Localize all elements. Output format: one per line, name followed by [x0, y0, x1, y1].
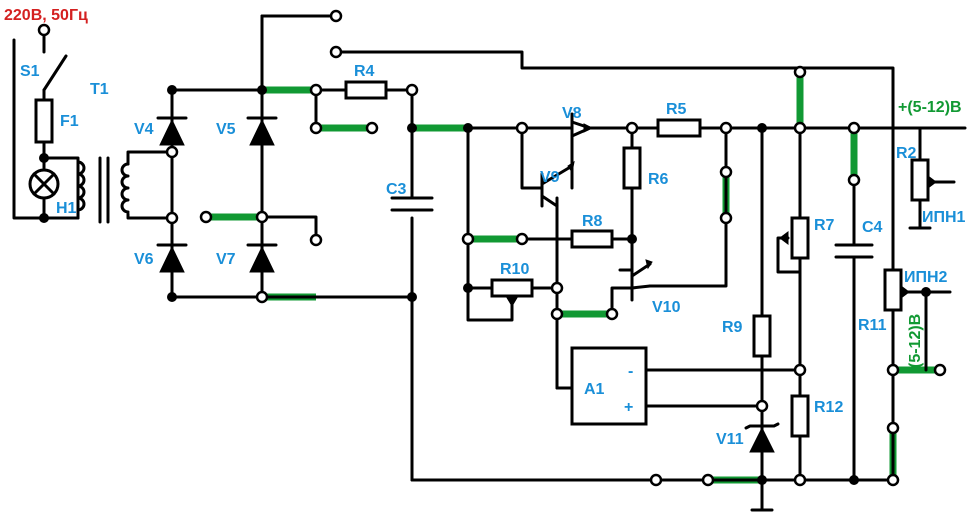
- junction-dots: [39, 85, 931, 485]
- label-v7: V7: [216, 251, 236, 268]
- label-s1: S1: [20, 63, 40, 80]
- potentiometer-r10[interactable]: [490, 278, 534, 307]
- diode-v4: [156, 116, 188, 146]
- label-r11: R11: [858, 317, 887, 334]
- capacitor-c3: [390, 196, 434, 212]
- label-v10: V10: [652, 299, 681, 316]
- output-voltage-label: +(5-12)В: [898, 99, 962, 116]
- fuse-f1: [34, 98, 54, 144]
- transistor-v9: [540, 160, 575, 208]
- potentiometer-r2[interactable]: [910, 158, 937, 202]
- transistor-v10: [618, 259, 653, 302]
- opamp-a1: [570, 346, 648, 426]
- label-c4: C4: [862, 219, 883, 236]
- label-plus: +: [624, 399, 633, 416]
- resistor-r4: [344, 80, 388, 100]
- label-v5: V5: [216, 121, 236, 138]
- label-h1: H1: [56, 200, 77, 217]
- transformer-t1: [76, 160, 130, 214]
- label-r6: R6: [648, 171, 669, 188]
- resistor-r5: [656, 118, 702, 138]
- diode-v7: [246, 243, 278, 273]
- resistor-r8: [570, 229, 614, 249]
- label-v8: V8: [562, 105, 582, 122]
- label-f1: F1: [60, 113, 79, 130]
- label-r9: R9: [722, 319, 743, 336]
- mains-label: 220В, 50Гц: [4, 7, 88, 24]
- label-v6: V6: [134, 251, 154, 268]
- label-r5: R5: [666, 101, 687, 118]
- potentiometer-r11[interactable]: [883, 268, 910, 312]
- resistor-r9: [752, 314, 772, 358]
- label-ipn2: ИПН2: [904, 269, 948, 286]
- capacitor-c4: [834, 243, 874, 259]
- label-c3: C3: [386, 181, 407, 198]
- label-v4: V4: [134, 121, 154, 138]
- label-r4: R4: [354, 63, 375, 80]
- label-r8: R8: [582, 213, 603, 230]
- label-v11: V11: [716, 431, 744, 448]
- side-voltage-label: (5-12)В: [907, 314, 924, 368]
- lamp-h1: [28, 168, 60, 200]
- label-minus: -: [628, 363, 633, 380]
- label-ipn1: ИПН1: [922, 209, 966, 226]
- label-r2: R2: [896, 145, 917, 162]
- label-r7: R7: [814, 217, 835, 234]
- resistor-r6: [622, 146, 642, 190]
- label-v9: V9: [540, 169, 560, 186]
- diode-v5: [246, 116, 278, 146]
- resistor-r12: [790, 394, 810, 438]
- switch-s1[interactable]: [42, 54, 68, 92]
- potentiometer-r7[interactable]: [779, 216, 810, 260]
- zener-v11: [744, 422, 780, 453]
- label-r12: R12: [814, 399, 843, 416]
- label-t1: T1: [90, 81, 109, 98]
- label-a1: A1: [584, 381, 605, 398]
- wiring: [12, 14, 967, 512]
- terminals: [37, 9, 947, 487]
- diode-v6: [156, 243, 188, 273]
- label-r10: R10: [500, 261, 529, 278]
- transistor-v8: [520, 112, 594, 190]
